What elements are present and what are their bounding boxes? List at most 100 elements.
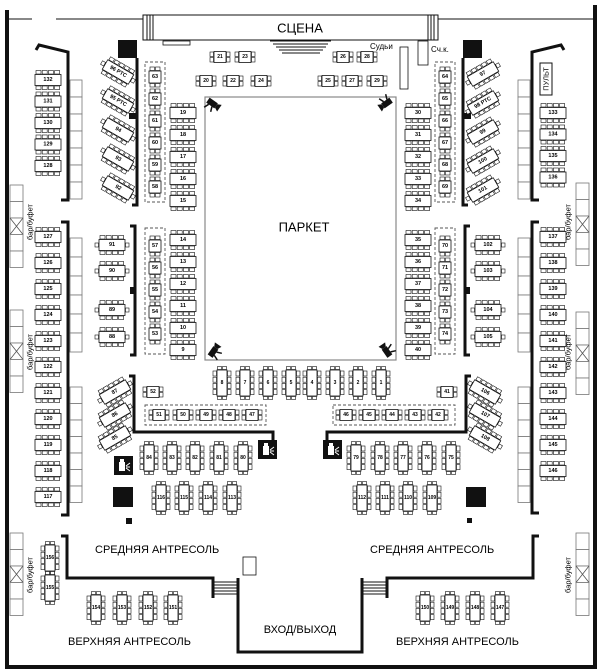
table-126[interactable]: 126 — [34, 253, 62, 273]
table-64[interactable]: 64 — [438, 66, 452, 88]
bar-buffet[interactable]: бар/буфет — [9, 184, 35, 268]
table-10[interactable]: 10 — [169, 318, 197, 338]
table-4[interactable]: 4 — [302, 366, 322, 400]
bar-buffet[interactable]: бар/буфет — [564, 311, 590, 395]
table-81[interactable]: 81 — [209, 441, 229, 475]
table-34[interactable]: 34 — [404, 191, 432, 211]
table-145[interactable]: 145 — [539, 435, 567, 455]
entrance-exit-label[interactable]: ВХОД/ВЫХОД — [264, 624, 337, 636]
table-21[interactable]: 21 — [209, 51, 231, 63]
table-115[interactable]: 115 — [174, 481, 194, 515]
table-54[interactable]: 54 — [148, 301, 162, 323]
table-118[interactable]: 118 — [34, 461, 62, 481]
table-103[interactable]: 103 — [470, 261, 506, 281]
table-147[interactable]: 147 — [490, 591, 510, 625]
table-99[interactable]: 99 — [462, 114, 504, 149]
table-105[interactable]: 105 — [470, 327, 506, 347]
table-150[interactable]: 150 — [415, 591, 435, 625]
table-131[interactable]: 131 — [34, 91, 62, 112]
table-129[interactable]: 129 — [34, 134, 62, 155]
stage[interactable]: СЦЕНА — [142, 14, 439, 41]
table-101[interactable]: 101 — [462, 172, 504, 207]
table-19[interactable]: 19 — [169, 103, 197, 123]
table-97[interactable]: 97 — [462, 56, 504, 91]
table-141[interactable]: 141 — [539, 331, 567, 351]
table-82[interactable]: 82 — [185, 441, 205, 475]
table-28[interactable]: 28 — [356, 51, 378, 63]
table-26[interactable]: 26 — [332, 51, 354, 63]
table-8[interactable]: 8 — [212, 366, 232, 400]
table-119[interactable]: 119 — [34, 435, 62, 455]
table-33[interactable]: 33 — [404, 169, 432, 189]
table-113[interactable]: 113 — [222, 481, 242, 515]
table-20[interactable]: 20 — [195, 75, 217, 87]
table-73[interactable]: 73 — [438, 301, 452, 323]
table-120[interactable]: 120 — [34, 409, 62, 429]
table-114[interactable]: 114 — [198, 481, 218, 515]
table-135[interactable]: 135 — [539, 146, 567, 166]
table-56[interactable]: 56 — [148, 257, 162, 279]
table-149[interactable]: 149 — [440, 591, 460, 625]
table-68[interactable]: 68 — [438, 154, 452, 176]
table-35[interactable]: 35 — [404, 230, 432, 250]
table-136[interactable]: 136 — [539, 167, 567, 188]
table-9[interactable]: 9 — [169, 340, 197, 360]
table-125[interactable]: 125 — [34, 279, 62, 299]
table-140[interactable]: 140 — [539, 305, 567, 325]
table-88[interactable]: 88 — [94, 327, 130, 347]
table-92[interactable]: 92 — [97, 170, 139, 205]
table-60[interactable]: 60 — [148, 132, 162, 154]
table-130[interactable]: 130 — [34, 113, 62, 133]
table-66[interactable]: 66 — [438, 110, 452, 132]
table-76[interactable]: 76 — [417, 441, 437, 475]
table-70[interactable]: 70 — [438, 235, 452, 257]
table-110[interactable]: 110 — [398, 481, 418, 515]
table-48[interactable]: 48 — [218, 409, 240, 421]
bar-buffet[interactable]: бар/буфет — [9, 309, 35, 393]
table-16[interactable]: 16 — [169, 169, 197, 189]
bar-buffet[interactable]: бар/буфет — [564, 532, 590, 616]
table-128[interactable]: 128 — [34, 156, 62, 176]
table-121[interactable]: 121 — [34, 383, 62, 403]
table-80[interactable]: 80 — [233, 441, 253, 475]
table-89[interactable]: 89 — [94, 300, 130, 320]
table-67[interactable]: 67 — [438, 132, 452, 154]
table-39[interactable]: 39 — [404, 318, 432, 338]
table-112[interactable]: 112 — [352, 481, 372, 515]
table-107[interactable]: 107 — [464, 397, 506, 432]
table-62[interactable]: 62 — [148, 88, 162, 110]
table-23[interactable]: 23 — [234, 51, 256, 63]
table-91[interactable]: 91 — [94, 235, 130, 255]
table-31[interactable]: 31 — [404, 125, 432, 145]
table-22[interactable]: 22 — [222, 75, 244, 87]
table-79[interactable]: 79 — [346, 441, 366, 475]
table-40[interactable]: 40 — [404, 340, 432, 360]
table-77[interactable]: 77 — [393, 441, 413, 475]
table-72[interactable]: 72 — [438, 279, 452, 301]
table-138[interactable]: 138 — [539, 253, 567, 273]
table-63[interactable]: 63 — [148, 66, 162, 88]
table-102[interactable]: 102 — [470, 235, 506, 255]
table-90[interactable]: 90 — [94, 261, 130, 281]
table-87[interactable]: 87 — [94, 374, 136, 409]
table-75[interactable]: 75 — [441, 441, 461, 475]
table-95-РТС[interactable]: 95 РТС — [97, 83, 139, 118]
table-96-РТС[interactable]: 96 РТС — [97, 54, 139, 89]
table-15[interactable]: 15 — [169, 191, 197, 211]
table-7[interactable]: 7 — [235, 366, 255, 400]
table-45[interactable]: 45 — [358, 409, 380, 421]
table-30[interactable]: 30 — [404, 103, 432, 123]
table-83[interactable]: 83 — [162, 441, 182, 475]
table-69[interactable]: 69 — [438, 176, 452, 198]
table-58[interactable]: 58 — [148, 176, 162, 198]
table-84[interactable]: 84 — [139, 441, 159, 475]
table-14[interactable]: 14 — [169, 230, 197, 250]
table-29[interactable]: 29 — [366, 75, 388, 87]
bar-buffet[interactable]: бар/буфет — [564, 182, 590, 266]
table-127[interactable]: 127 — [34, 227, 62, 247]
table-13[interactable]: 13 — [169, 252, 197, 272]
table-27[interactable]: 27 — [341, 75, 363, 87]
table-152[interactable]: 152 — [138, 591, 158, 625]
table-65[interactable]: 65 — [438, 88, 452, 110]
table-18[interactable]: 18 — [169, 125, 197, 145]
